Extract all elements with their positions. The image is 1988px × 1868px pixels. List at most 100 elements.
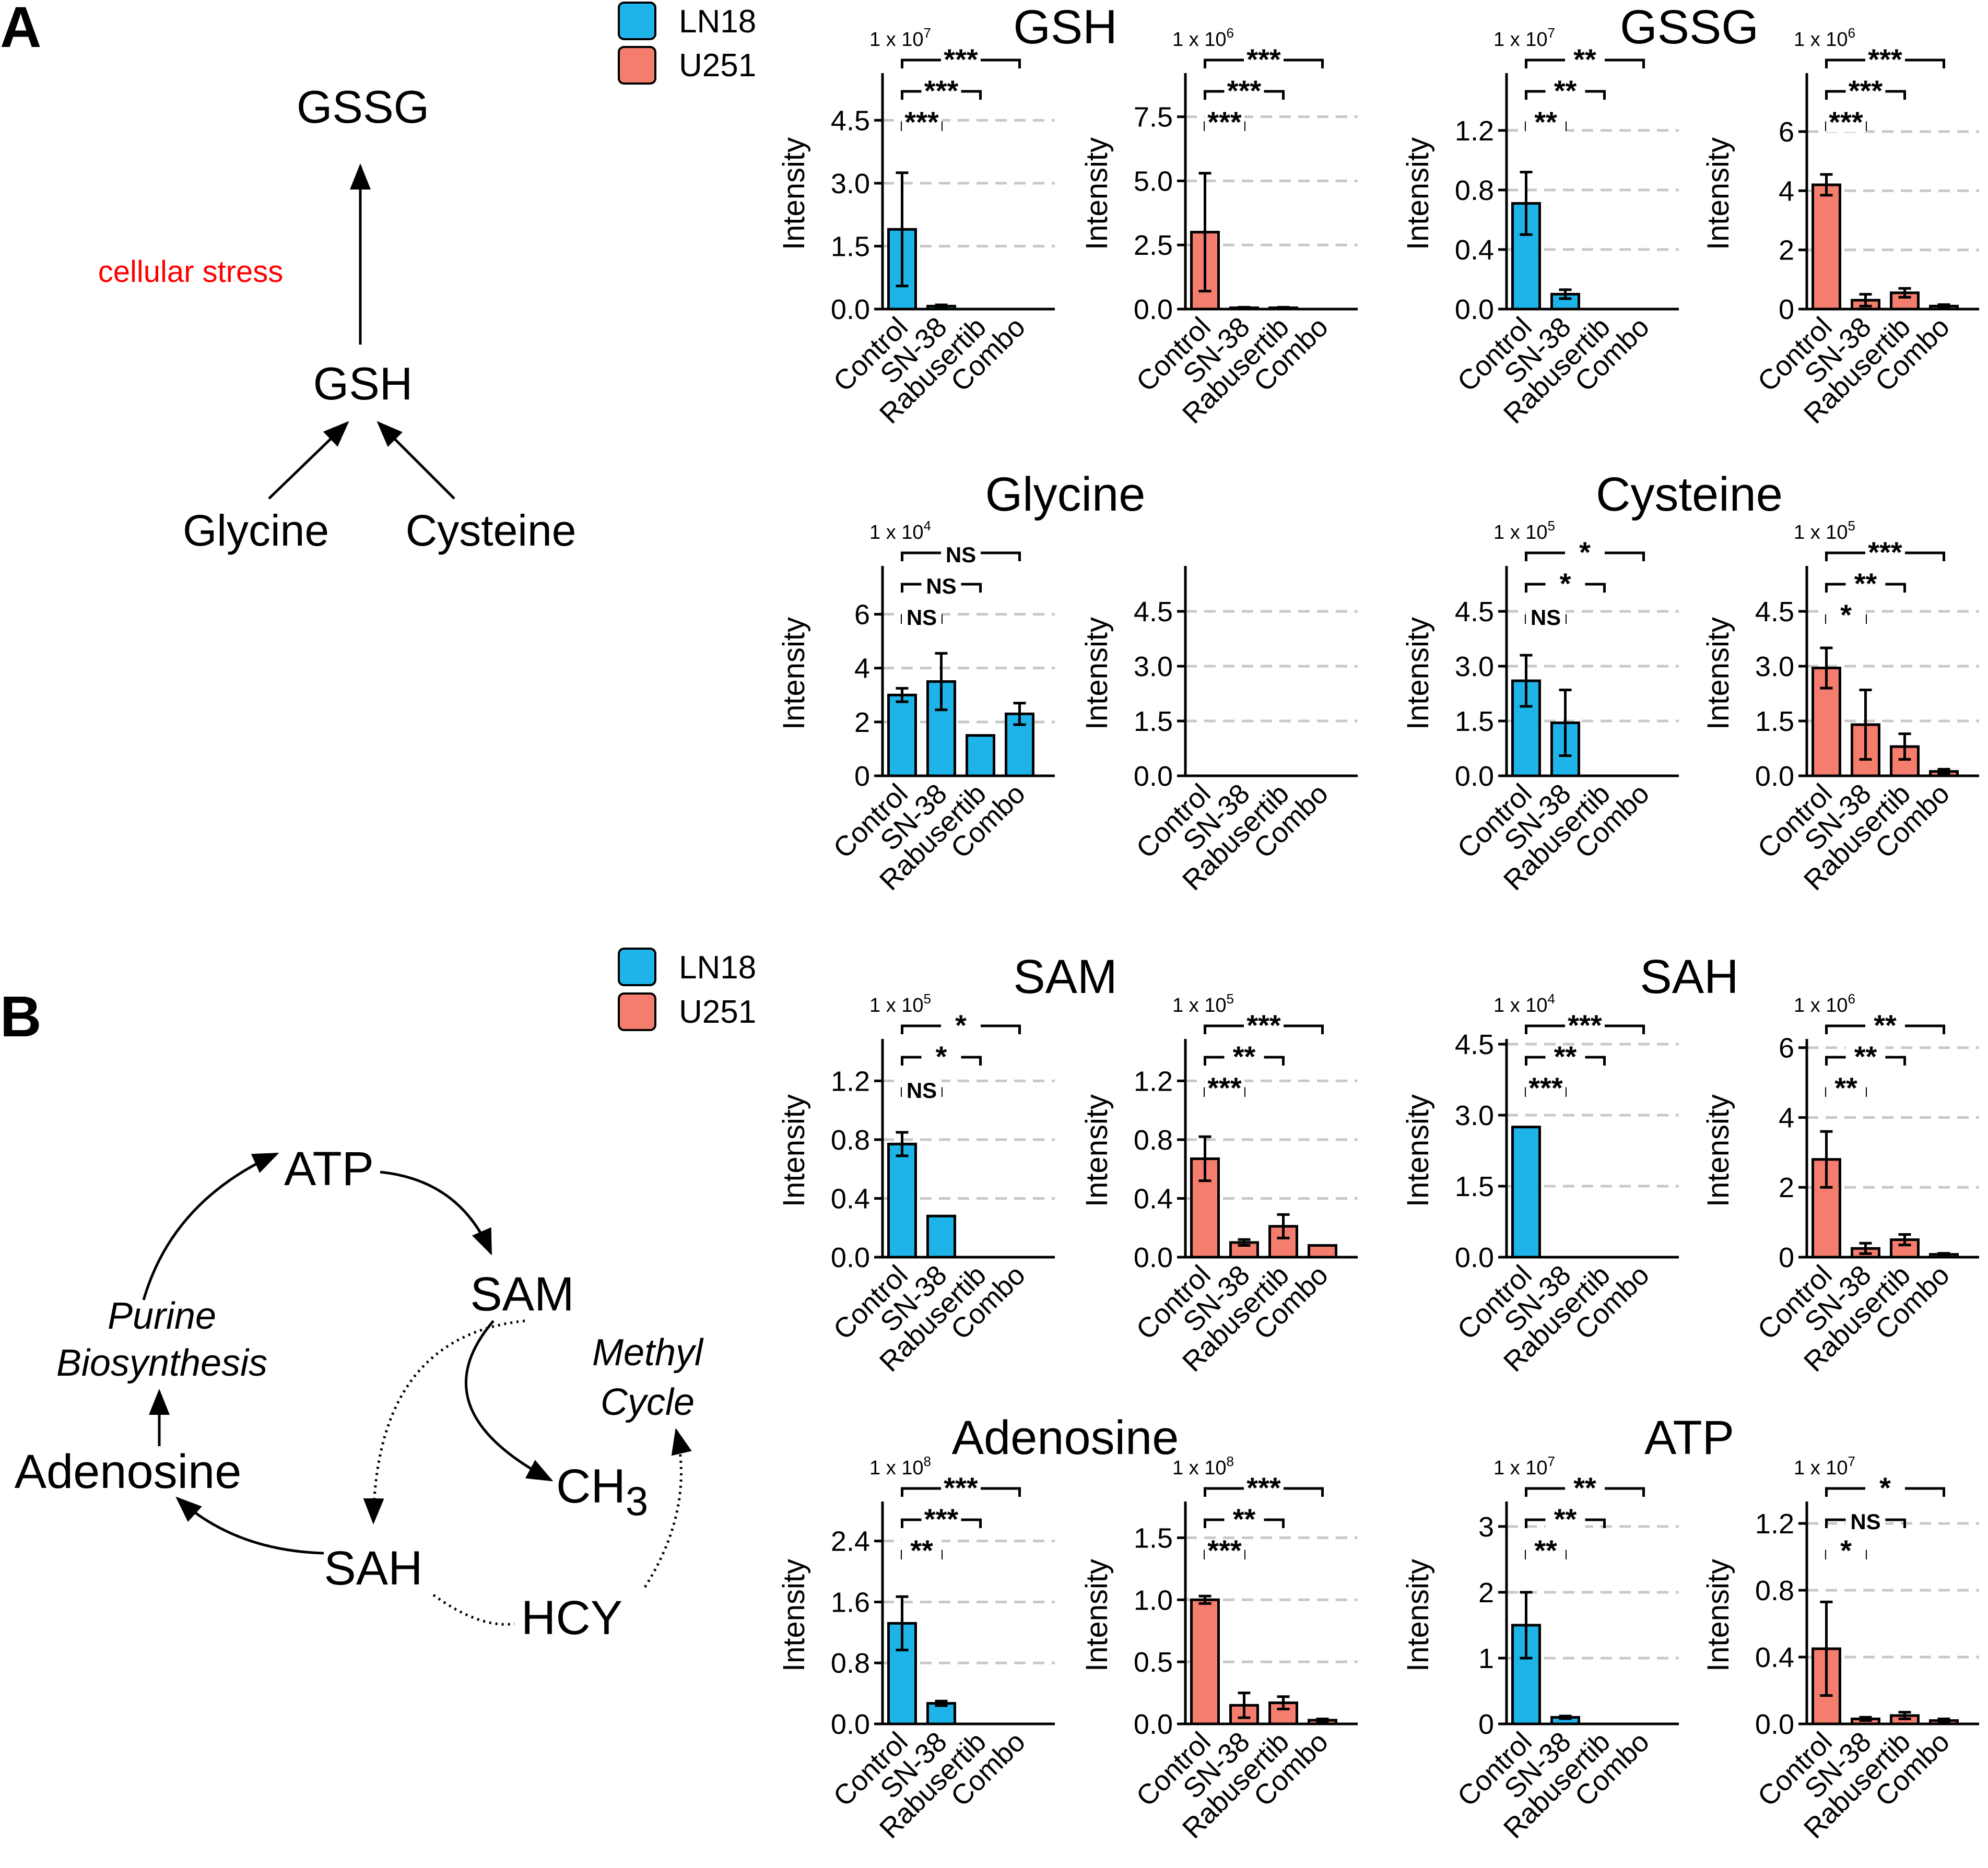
arrow-sam-to-sah bbox=[363, 1319, 525, 1524]
significance-label: * bbox=[1579, 536, 1591, 569]
significance-label: NS bbox=[926, 574, 956, 598]
significance-label-bg bbox=[1205, 1077, 1244, 1098]
significance-label: ** bbox=[1534, 105, 1557, 138]
legend-swatch-u251 bbox=[618, 46, 656, 85]
significance-label-bg bbox=[1826, 1540, 1866, 1560]
chart-titles: GSH GSSG Glycine Cysteine SAM SAH Adenos… bbox=[952, 1, 1783, 1464]
title-gssg: GSSG bbox=[1620, 1, 1759, 54]
legend-label-ln18: LN18 bbox=[679, 4, 756, 40]
significance-label-bg bbox=[1845, 1508, 1886, 1529]
significance-label-bg bbox=[1205, 111, 1244, 132]
y-tick-label: 1.5 bbox=[1455, 706, 1494, 737]
y-tick-label: 3.0 bbox=[1134, 651, 1173, 682]
y-tick-label: 3.0 bbox=[831, 168, 870, 199]
y-axis-label: Intensity bbox=[1401, 1559, 1435, 1672]
significance-label-bg bbox=[1526, 1540, 1566, 1560]
significance-label: ** bbox=[1834, 1071, 1857, 1104]
y-tick-label: 0.0 bbox=[1134, 294, 1173, 325]
y-tick-label: 0.4 bbox=[1455, 234, 1494, 266]
significance-label-bg bbox=[1565, 1477, 1605, 1498]
y-tick-label: 0.0 bbox=[1134, 761, 1173, 792]
y-tick-label: 4.5 bbox=[1755, 596, 1794, 628]
y-tick-label: 0.0 bbox=[1455, 761, 1494, 792]
multiplier-label: 1 x 107 bbox=[1493, 1453, 1555, 1479]
significance-label: *** bbox=[1246, 43, 1281, 76]
link-sah-hcy bbox=[432, 1593, 515, 1626]
significance-label-bg bbox=[1244, 1477, 1284, 1498]
legend-b: LN18 U251 bbox=[618, 948, 756, 1031]
node-sah: SAH bbox=[324, 1542, 422, 1595]
multiplier-label: 1 x 107 bbox=[1493, 25, 1555, 51]
significance-label: NS bbox=[1850, 1509, 1880, 1534]
y-tick-label: 0.8 bbox=[831, 1648, 870, 1679]
multiplier-label: 1 x 105 bbox=[869, 991, 931, 1016]
bar bbox=[1308, 1244, 1337, 1259]
y-axis-label: Intensity bbox=[777, 137, 811, 250]
y-tick-label: 0.4 bbox=[831, 1183, 870, 1214]
significance-label-bg bbox=[1826, 604, 1866, 625]
multiplier-label: 1 x 106 bbox=[1794, 991, 1855, 1016]
significance-label: ** bbox=[1554, 1503, 1577, 1535]
bar bbox=[1511, 1126, 1541, 1259]
bar bbox=[1190, 1598, 1220, 1725]
node-atp: ATP bbox=[284, 1142, 374, 1196]
significance-label-bg bbox=[1545, 573, 1585, 594]
significance-label: NS bbox=[1531, 605, 1561, 630]
significance-label: *** bbox=[1246, 1009, 1281, 1042]
significance-label: ** bbox=[1554, 74, 1577, 107]
significance-label: *** bbox=[1868, 536, 1902, 569]
y-tick-label: 5.0 bbox=[1134, 165, 1173, 197]
significance-label-bg bbox=[1845, 573, 1886, 594]
significance-label: ** bbox=[1573, 1471, 1596, 1504]
y-tick-label: 0.4 bbox=[1755, 1642, 1794, 1673]
y-tick-label: 0 bbox=[1779, 294, 1794, 325]
significance-label-bg bbox=[1545, 1046, 1585, 1067]
significance-label: *** bbox=[1829, 105, 1863, 138]
significance-label: ** bbox=[1233, 1503, 1256, 1535]
multiplier-label: 1 x 107 bbox=[869, 25, 931, 51]
label-methyl: Methyl bbox=[592, 1332, 704, 1374]
arrow-sah-to-adenosine bbox=[175, 1496, 324, 1555]
arrow-cysteine-to-gsh bbox=[377, 421, 455, 500]
multiplier-label: 1 x 105 bbox=[1493, 518, 1555, 543]
significance-label-bg bbox=[1224, 1046, 1264, 1067]
significance-label-bg bbox=[1845, 80, 1886, 101]
significance-label-bg bbox=[1865, 541, 1905, 562]
multiplier-label: 1 x 107 bbox=[1794, 1453, 1855, 1479]
stress-label: cellular stress bbox=[98, 255, 284, 289]
y-tick-label: 0.0 bbox=[1134, 1709, 1173, 1740]
significance-label-bg bbox=[921, 80, 961, 101]
y-tick-label: 0 bbox=[854, 761, 870, 792]
significance-label: ** bbox=[1534, 1534, 1557, 1567]
significance-label-bg bbox=[1526, 111, 1566, 132]
y-axis-label: Intensity bbox=[1401, 1094, 1435, 1207]
chart-panel-glycine-u251: 0.01.53.04.5IntensityControlSN-38Rabuser… bbox=[1080, 566, 1358, 896]
significance-label: NS bbox=[907, 605, 937, 630]
significance-label-bg bbox=[941, 1477, 981, 1498]
label-purine: Purine bbox=[108, 1295, 216, 1337]
significance-label-bg bbox=[1565, 1014, 1605, 1035]
arrow-hcy-to-methyl-cycle bbox=[643, 1428, 692, 1588]
significance-label-bg bbox=[941, 541, 981, 562]
y-axis-label: Intensity bbox=[1401, 137, 1435, 250]
node-gsh: GSH bbox=[313, 358, 413, 409]
y-tick-label: 2.5 bbox=[1134, 230, 1173, 261]
arrow-purine-to-atp bbox=[142, 1152, 279, 1300]
y-axis-label: Intensity bbox=[1701, 1094, 1735, 1207]
significance-label: ** bbox=[1233, 1040, 1256, 1073]
bar bbox=[1550, 292, 1580, 311]
significance-label-bg bbox=[1865, 1477, 1905, 1498]
significance-label-bg bbox=[1845, 1046, 1886, 1067]
y-tick-label: 3.0 bbox=[1755, 651, 1794, 682]
arrow-atp-to-sam bbox=[380, 1171, 492, 1256]
significance-label-bg bbox=[941, 49, 981, 69]
y-tick-label: 1.5 bbox=[1134, 1522, 1173, 1554]
multiplier-label: 1 x 106 bbox=[1172, 25, 1234, 51]
